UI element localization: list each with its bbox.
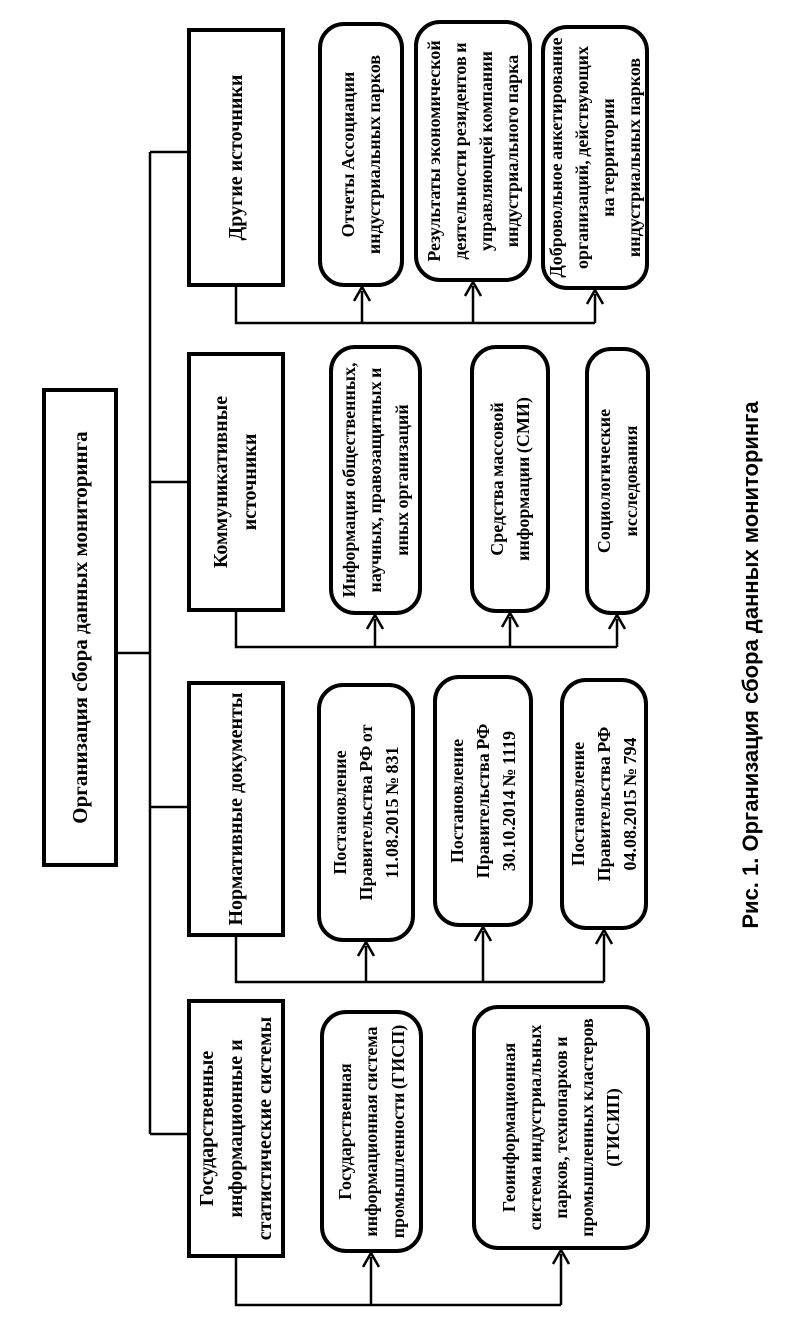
child-node-decree-1119: Постановление Правительства РФ 30.10.201… [433, 675, 533, 927]
child-node-sociological-research: Социологические исследования [585, 347, 650, 615]
root-node: Организация сбора данных мониторинга [42, 388, 118, 867]
child-node-decree-831: Постановление Правительства РФ от 11.08.… [317, 683, 415, 942]
child-node-voluntary-survey: Добровольное анкетирование организаций, … [541, 25, 649, 290]
child-node-public-organizations-info: Информация общественных, научных, правоз… [329, 345, 422, 615]
child-node-decree-794: Постановление Правительства РФ 04.08.201… [560, 678, 648, 930]
category-node-normative-documents: Нормативные документы [187, 681, 285, 937]
child-node-residents-economic-results: Результаты экономической деятельности ре… [414, 20, 532, 282]
child-node-gisp: Государственная информационная система п… [320, 1010, 423, 1253]
child-node-mass-media: Средства массовой информации (СМИ) [470, 345, 550, 613]
figure-caption: Рис. 1. Организация сбора данных монитор… [738, 401, 763, 929]
category-node-communicative-sources: Коммуникативные источники [187, 352, 285, 612]
category-node-state-systems: Государственные информационные и статист… [187, 999, 285, 1258]
child-node-association-reports: Отчеты Ассоциации индустриальных парков [318, 22, 404, 287]
child-node-gisip: Геоинформационная система индустриальных… [472, 1005, 650, 1250]
category-node-other-sources: Другие источники [187, 28, 285, 287]
